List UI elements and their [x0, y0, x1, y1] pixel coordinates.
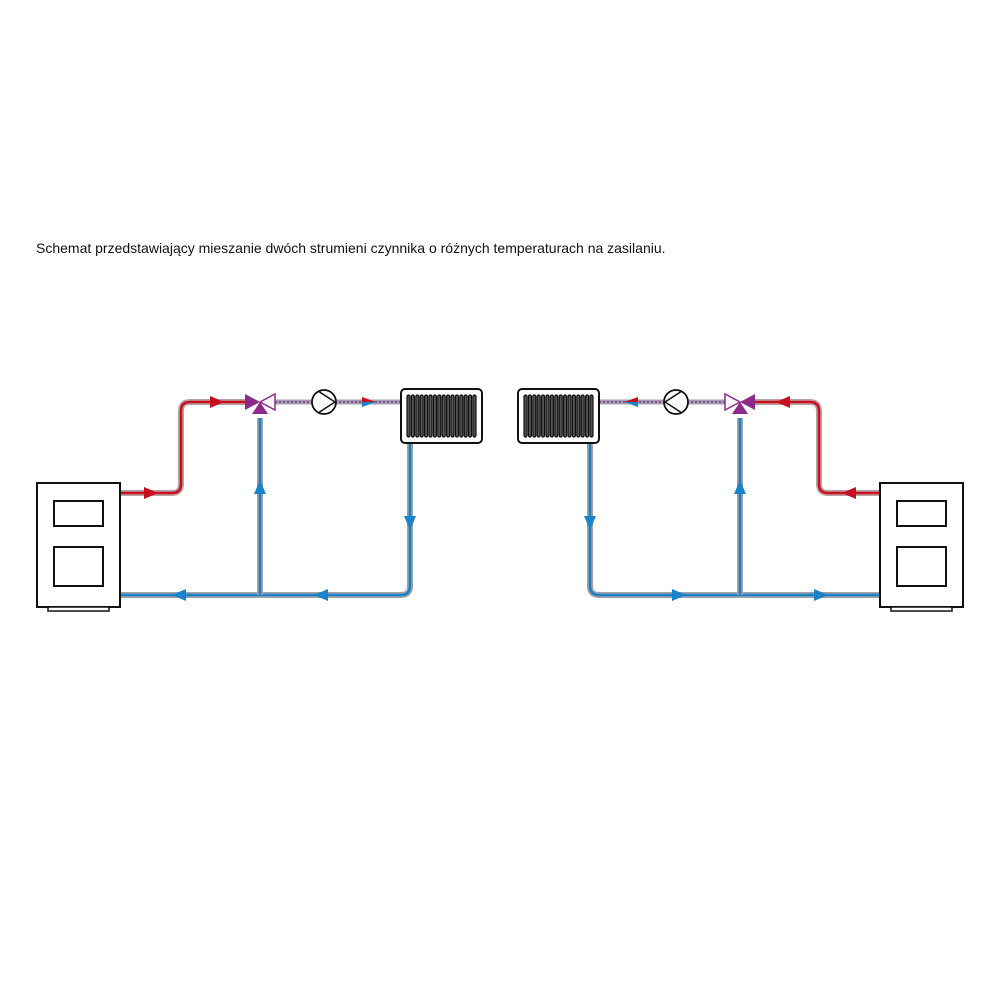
radiator-fin — [576, 394, 581, 438]
flow-arrow-mixed — [362, 402, 376, 407]
radiator-fin — [523, 394, 528, 438]
radiator-fin — [567, 394, 572, 438]
radiator-fin — [424, 394, 429, 438]
radiator-fin — [454, 394, 459, 438]
hot-supply-pipe — [755, 399, 880, 496]
three-way-valve-icon — [245, 392, 276, 414]
radiator-fin — [589, 394, 594, 438]
radiator-fin — [536, 394, 541, 438]
radiator-fin — [437, 394, 442, 438]
flow-arrow-hot — [842, 487, 856, 499]
flow-arrow-hot — [144, 487, 158, 499]
hot-supply-pipe — [120, 399, 245, 496]
radiator-icon — [400, 388, 483, 444]
three-way-valve-icon — [724, 392, 755, 414]
flow-arrow-cold — [172, 589, 186, 601]
flow-arrow-mixed — [624, 397, 638, 402]
radiator-fin — [432, 394, 437, 438]
radiator-fin — [463, 394, 468, 438]
return-pipe — [120, 443, 413, 598]
flow-arrow-mixed — [624, 402, 638, 407]
return-pipe — [587, 443, 880, 598]
radiator-fin — [571, 394, 576, 438]
diagram-caption: Schemat przedstawiający mieszanie dwóch … — [36, 240, 666, 256]
heating-circuit-mirrored — [517, 388, 964, 612]
radiator-fin — [441, 394, 446, 438]
radiator-fin — [406, 394, 411, 438]
circulation-pump-icon — [311, 389, 337, 415]
flow-arrow-cold — [584, 516, 596, 530]
boiler-icon — [879, 482, 964, 612]
radiator-fin — [532, 394, 537, 438]
flow-arrow-cold — [672, 589, 686, 601]
flow-arrow-mixed — [362, 397, 376, 402]
flow-arrow-cold — [404, 516, 416, 530]
flow-arrow-hot — [776, 396, 790, 408]
radiator-fin — [558, 394, 563, 438]
flow-arrow-cold — [254, 480, 266, 494]
radiator-fin — [580, 394, 585, 438]
radiator-fin — [585, 394, 590, 438]
radiator-fin — [545, 394, 550, 438]
radiator-fin — [527, 394, 532, 438]
radiator-fin — [450, 394, 455, 438]
radiator-fin — [554, 394, 559, 438]
radiator-icon — [517, 388, 600, 444]
radiator-fin — [468, 394, 473, 438]
flow-arrow-cold — [814, 589, 828, 601]
heating-circuit — [36, 388, 483, 612]
radiator-fin — [446, 394, 451, 438]
radiator-fin — [419, 394, 424, 438]
radiator-fin — [472, 394, 477, 438]
radiator-fin — [563, 394, 568, 438]
radiator-fin — [459, 394, 464, 438]
radiator-fin — [410, 394, 415, 438]
radiator-fin — [541, 394, 546, 438]
flow-arrow-cold — [734, 480, 746, 494]
radiator-fin — [549, 394, 554, 438]
radiator-fin — [415, 394, 420, 438]
flow-arrow-cold — [314, 589, 328, 601]
radiator-fin — [428, 394, 433, 438]
circulation-pump-icon — [663, 389, 689, 415]
flow-arrow-hot — [210, 396, 224, 408]
boiler-icon — [36, 482, 121, 612]
